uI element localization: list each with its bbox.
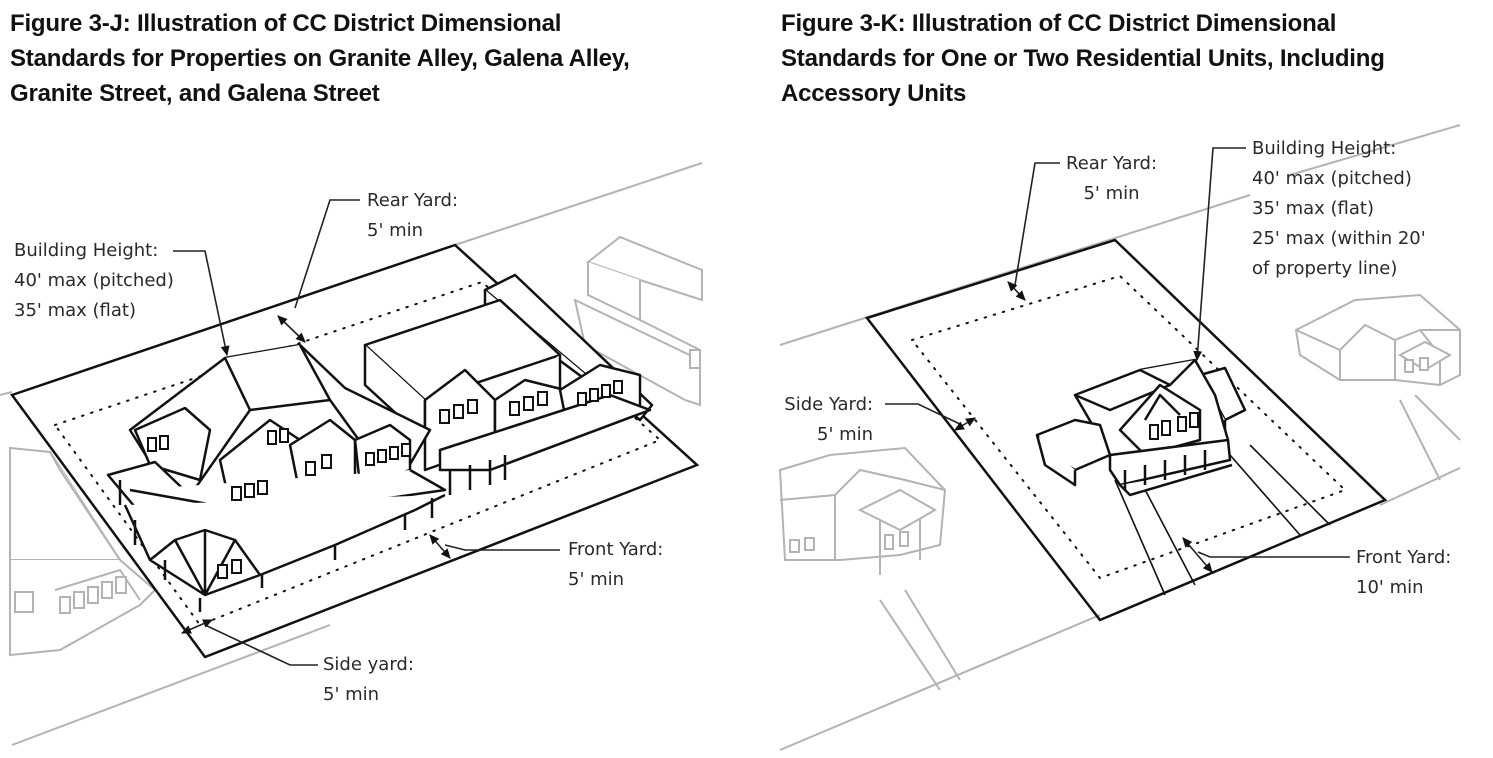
figure-j-rear-yard-label: Rear Yard: 5' min	[367, 186, 458, 246]
figure-k-front-yard-heading: Front Yard:	[1356, 547, 1452, 568]
figure-k-windows	[1149, 412, 1199, 440]
figure-j-rear-yard-value: 5' min	[367, 220, 424, 241]
figure-k-rear-yard-value: 5' min	[1083, 183, 1140, 204]
figure-k-building-height-near-line-cont: of property line)	[1252, 258, 1398, 279]
figure-k-neighbor-house-right	[1294, 293, 1461, 387]
figure-j-building-height-flat: 35' max (flat)	[14, 300, 136, 321]
figure-k-side-yard-heading: Side Yard:	[784, 394, 874, 415]
figure-k-side-yard-value: 5' min	[817, 424, 874, 445]
figure-k-neighbor-house-left	[778, 446, 947, 575]
figure-j-neighbor-house-right	[573, 235, 703, 407]
figure-j-callouts	[173, 199, 560, 666]
figure-k-building-height-pitched: 40' max (pitched)	[1252, 168, 1412, 189]
figure-j-building-height-pitched: 40' max (pitched)	[14, 270, 174, 291]
figure-k-title-line-1: Figure 3-K: Illustration of CC District …	[781, 10, 1337, 37]
figure-k-callouts	[885, 147, 1350, 573]
figure-j-front-yard-label: Front Yard: 5' min	[568, 535, 663, 595]
figure-k-building-height-label: Building Height: 40' max (pitched) 35' m…	[1252, 134, 1426, 284]
figure-j-drawing	[0, 162, 703, 746]
figure-j-building-height-heading: Building Height:	[14, 240, 159, 261]
figure-k-building	[1035, 358, 1247, 497]
figure-j-title-line-1: Figure 3-J: Illustration of CC District …	[10, 10, 562, 37]
figure-k-driveway	[1114, 444, 1331, 596]
figure-j-building-height-label: Building Height: 40' max (pitched) 35' m…	[14, 236, 174, 326]
figure-k-street-lines	[779, 124, 1461, 751]
figure-k-front-yard-value: 10' min	[1356, 577, 1424, 598]
figure-k-building-height-near-line: 25' max (within 20'	[1252, 228, 1426, 249]
figure-j-side-yard-heading: Side yard:	[323, 654, 414, 675]
figure-k-rear-yard-label: Rear Yard: 5' min	[1066, 149, 1157, 209]
figure-k-building-height-flat: 35' max (flat)	[1252, 198, 1374, 219]
figure-k-side-yard-label: Side Yard: 5' min	[783, 390, 873, 450]
figure-j-side-yard-value: 5' min	[323, 684, 380, 705]
figure-k-lot-outline	[864, 238, 1388, 622]
figure-j-lot-outline	[9, 243, 700, 659]
figure-j-title-line-3: Granite Street, and Galena Street	[10, 80, 380, 107]
figure-k-title: Figure 3-K: Illustration of CC District …	[781, 6, 1481, 111]
figure-j-side-yard-label: Side yard: 5' min	[323, 650, 414, 710]
figure-k-title-line-2: Standards for One or Two Residential Uni…	[781, 45, 1385, 72]
figure-j-title-line-2: Standards for Properties on Granite Alle…	[10, 45, 630, 72]
figure-j-street-lines	[0, 162, 703, 746]
figure-k-building-height-heading: Building Height:	[1252, 138, 1397, 159]
figure-k-front-yard-label: Front Yard: 10' min	[1356, 543, 1451, 603]
figure-j-neighbor-house-left	[9, 446, 157, 657]
figure-j-title: Figure 3-J: Illustration of CC District …	[10, 6, 710, 111]
figure-j-rear-yard-heading: Rear Yard:	[367, 190, 459, 211]
figure-k-rear-yard-heading: Rear Yard:	[1066, 153, 1158, 174]
figure-j-front-yard-heading: Front Yard:	[568, 539, 664, 560]
figure-j-windows	[147, 380, 623, 579]
figure-j-front-yard-value: 5' min	[568, 569, 625, 590]
figure-k-title-line-3: Accessory Units	[781, 80, 967, 107]
figure-k-drawing	[778, 124, 1461, 751]
